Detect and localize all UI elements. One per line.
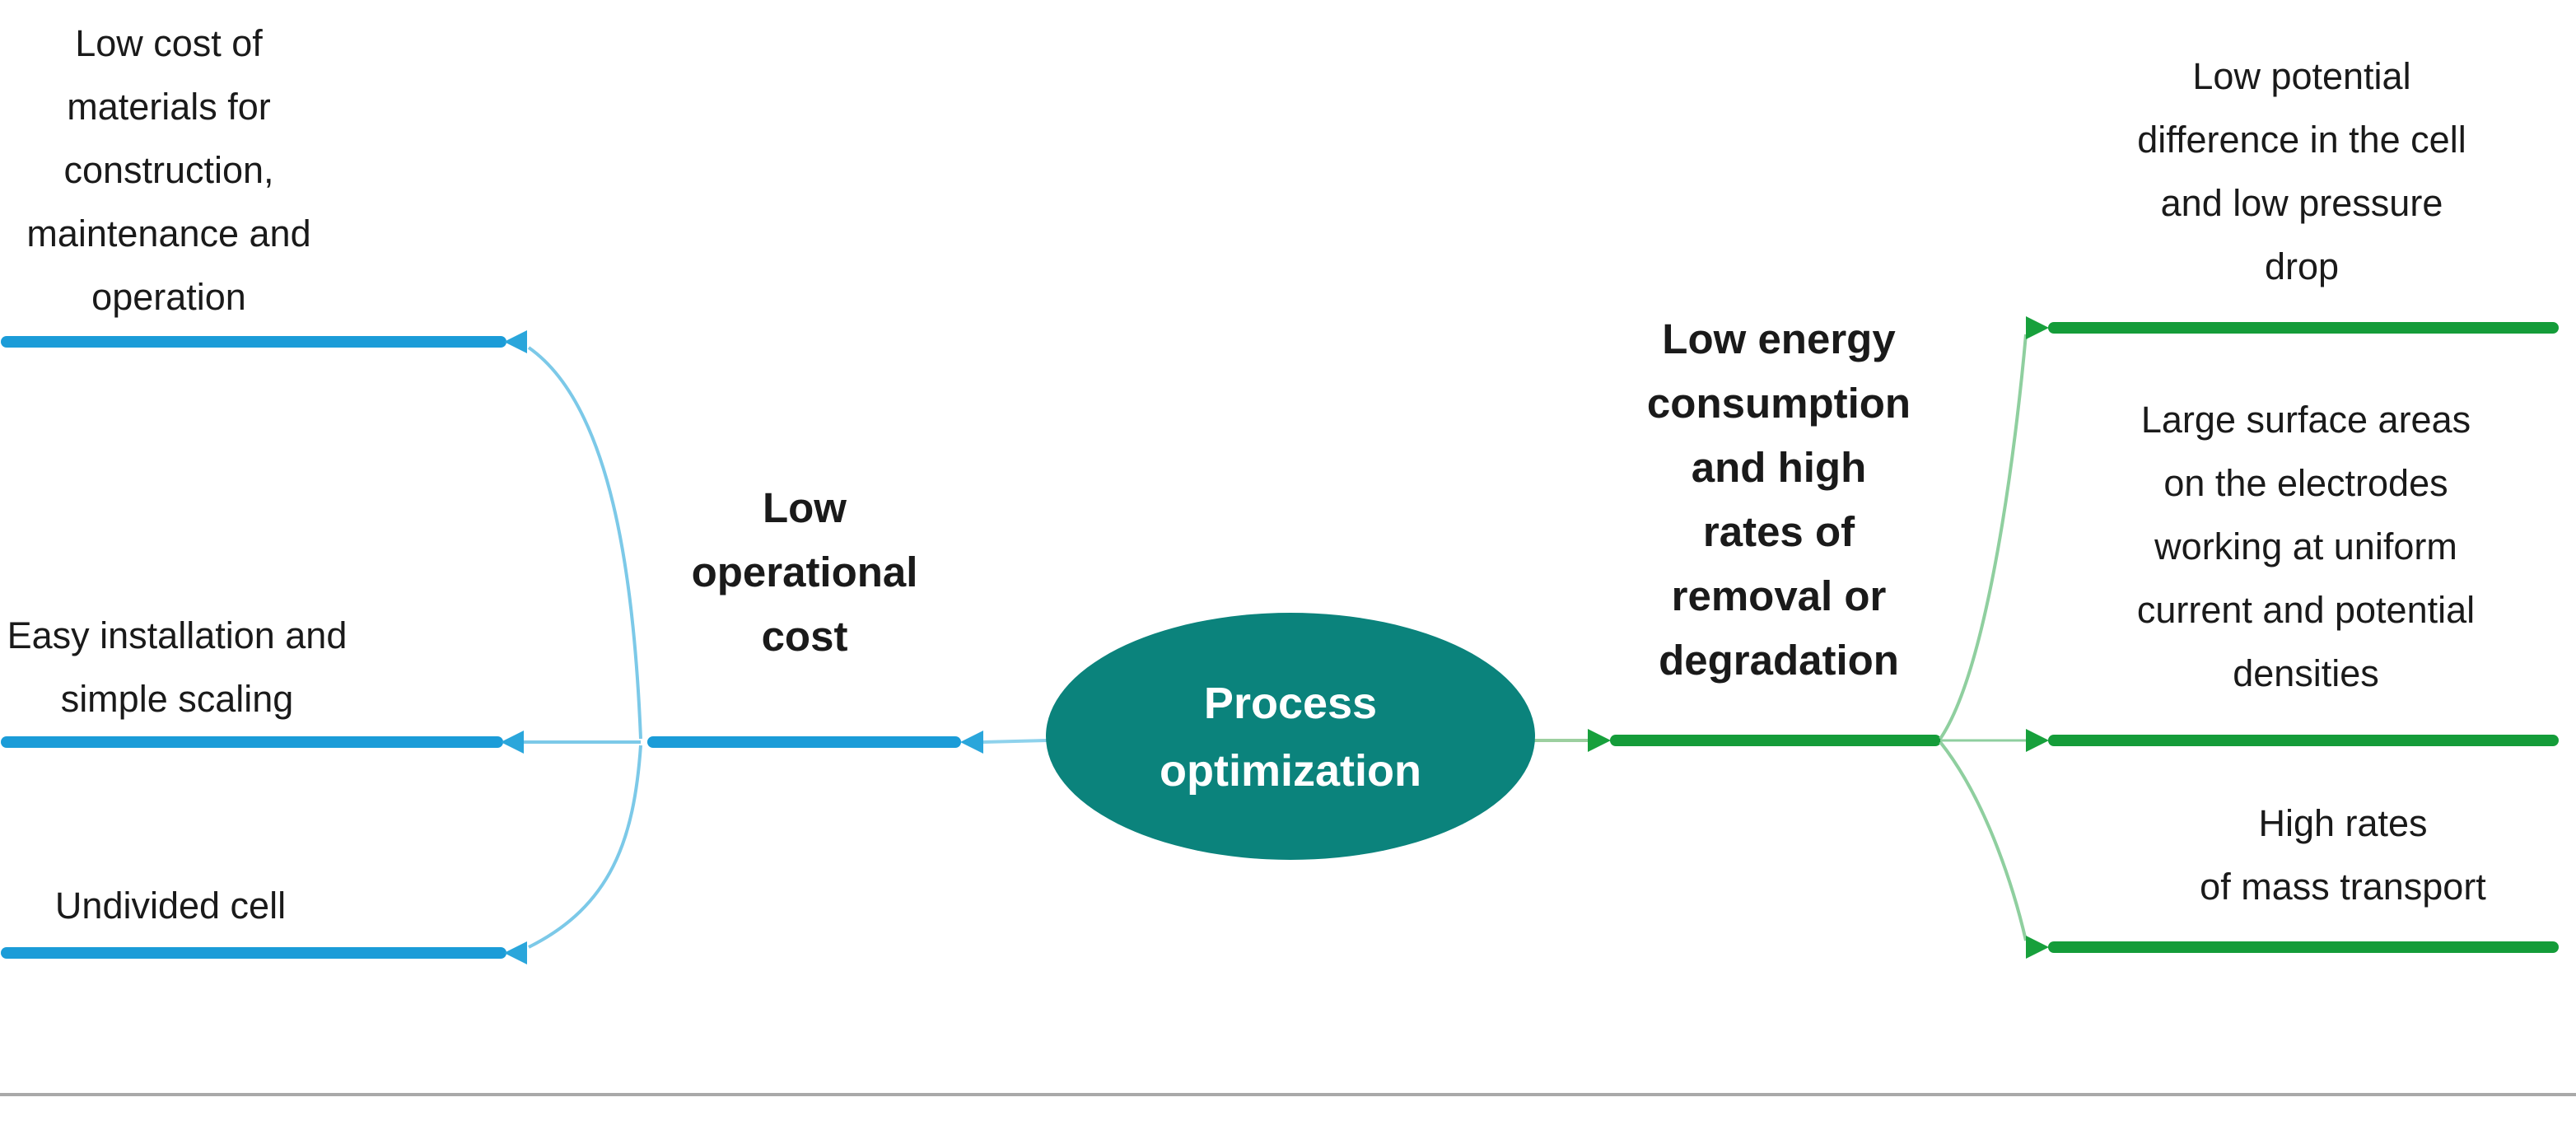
right-branch-label: Low energy consumption and high rates of… bbox=[1646, 315, 1911, 684]
right-curve-top bbox=[1939, 334, 2028, 740]
center-node-ellipse bbox=[1046, 613, 1535, 860]
left-branch-label: Low operational cost bbox=[691, 484, 918, 660]
right-branch-arrowhead bbox=[1588, 729, 1611, 752]
right-child-label-potential: Low potential difference in the cell and… bbox=[2137, 55, 2466, 287]
left-child-arrowhead-installation bbox=[501, 731, 524, 754]
right-curve-bottom bbox=[1939, 740, 2028, 941]
left-child-arrowhead-materials bbox=[504, 330, 527, 353]
right-child-arrowhead-mass bbox=[2026, 936, 2049, 959]
left-child-label-materials: Low cost of materials for construction, … bbox=[26, 22, 311, 318]
right-child-arrowhead-potential bbox=[2026, 316, 2049, 339]
left-branch-arrowhead bbox=[960, 731, 983, 754]
left-branch-connector bbox=[982, 739, 1048, 744]
right-child-arrowhead-surface bbox=[2026, 729, 2049, 752]
center-node-label: Process optimization bbox=[1160, 679, 1421, 796]
left-child-arrowhead-undivided bbox=[504, 941, 527, 964]
left-child-label-installation: Easy installation and simple scaling bbox=[7, 614, 348, 720]
left-child-label-undivided: Undivided cell bbox=[54, 885, 287, 927]
right-child-label-surface: Large surface areas on the electrodes wo… bbox=[2136, 399, 2476, 694]
right-child-label-mass: High rates of mass transport bbox=[2200, 802, 2486, 908]
left-curve-bottom bbox=[528, 745, 642, 949]
left-curve-top bbox=[527, 346, 642, 740]
